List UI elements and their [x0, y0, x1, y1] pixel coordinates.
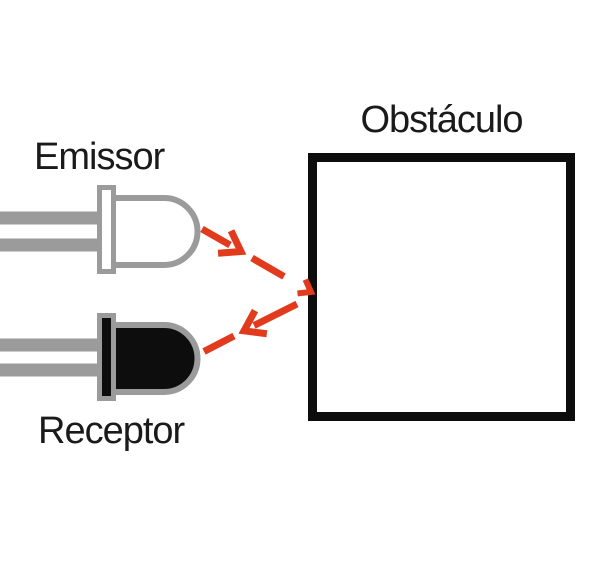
- receptor-led-icon: [0, 313, 201, 401]
- receptor-lead-top: [0, 338, 101, 352]
- reflected-beam-arrow-icon: [202, 300, 299, 355]
- reflected-beam-dash: [202, 332, 236, 355]
- emitter-lead-bottom: [0, 238, 101, 252]
- emitted-beam-wall-chevron-icon: [297, 278, 316, 297]
- emitted-beam-dash: [250, 254, 286, 280]
- reflected-beam-arrowhead-icon: [238, 308, 268, 338]
- emitter-led-body: [110, 195, 201, 268]
- emitted-beam-segment: [200, 225, 232, 249]
- emitter-led-flange: [97, 185, 116, 274]
- receptor-label: Receptor: [38, 410, 185, 452]
- obstacle-box: [308, 153, 575, 421]
- obstacle-label: Obstáculo: [360, 99, 523, 141]
- emitter-label: Emissor: [34, 136, 165, 178]
- emitter-lead-top: [0, 211, 101, 225]
- receptor-lead-bottom: [0, 363, 101, 377]
- emitted-beam-arrow-icon: [200, 225, 316, 297]
- reflected-beam-segment: [252, 300, 299, 329]
- receptor-led-body: [110, 322, 201, 395]
- emitter-led-icon: [0, 185, 201, 274]
- receptor-led-flange: [97, 313, 116, 401]
- emitted-beam-arrowhead-icon: [217, 229, 247, 257]
